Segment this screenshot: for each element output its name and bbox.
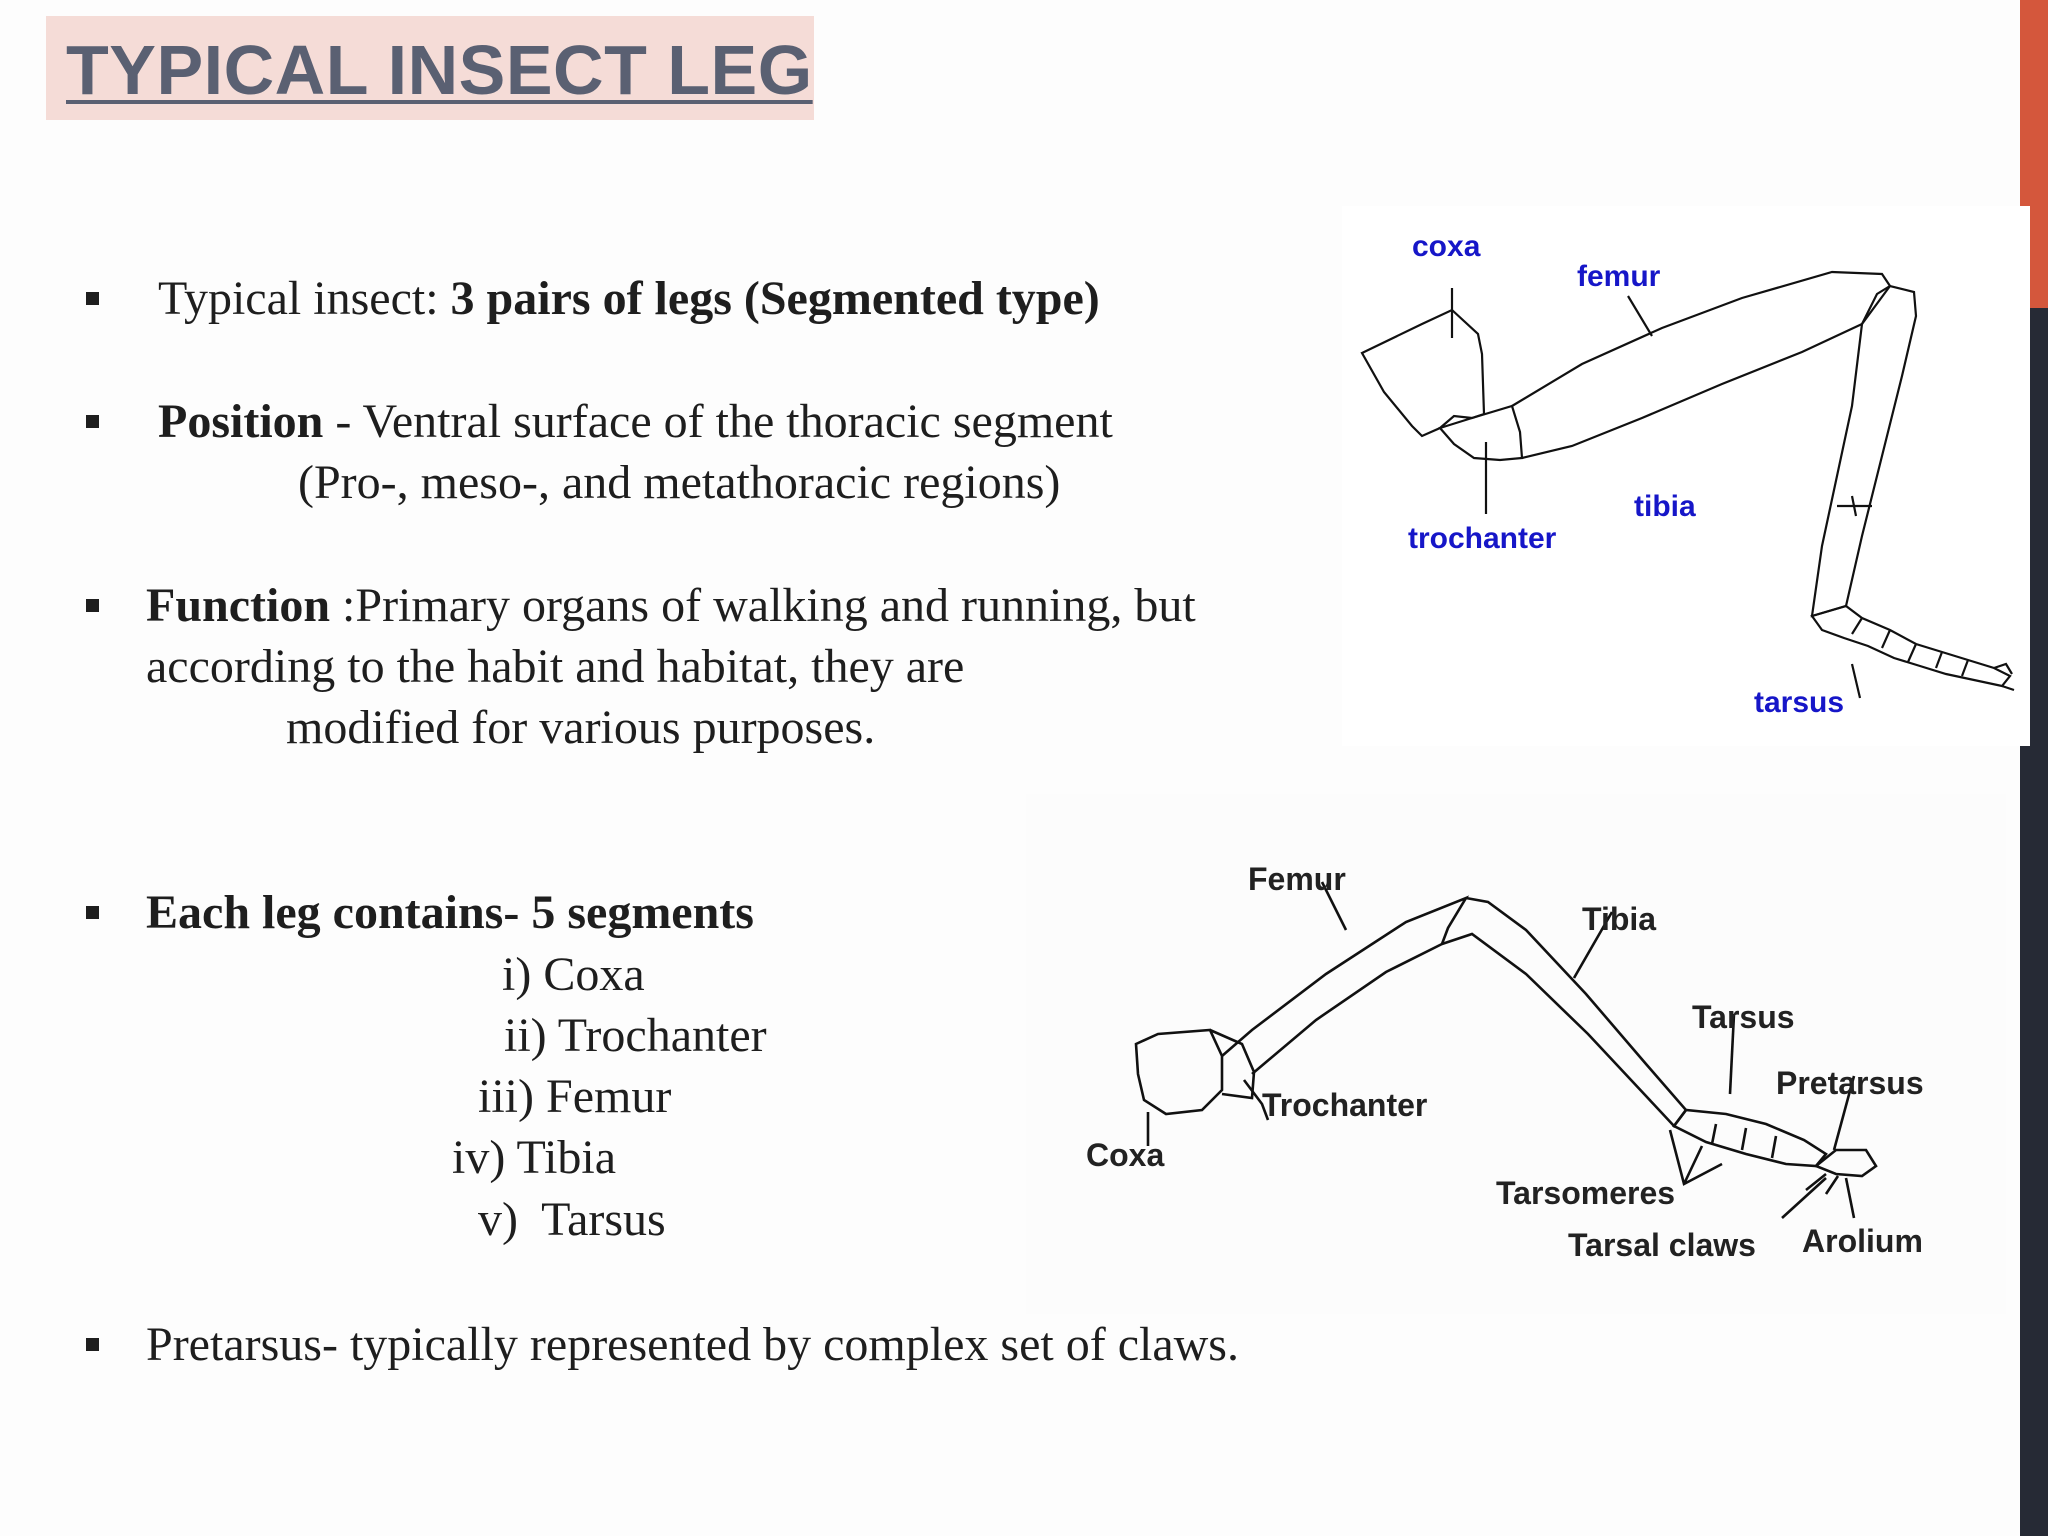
bullet-function-line2: according to the habit and habitat, they… xyxy=(146,640,965,693)
slide-title: TYPICAL INSECT LEG xyxy=(66,31,813,109)
tarsomeres-leader xyxy=(1668,1129,1723,1186)
bullet-bold-text: Function xyxy=(146,579,331,632)
segment-item: iii) Femur xyxy=(478,1070,672,1123)
bullet-marker xyxy=(86,415,99,428)
label-trochanter: Trochanter xyxy=(1262,1087,1427,1123)
tarsomere-dividers xyxy=(1851,617,1970,677)
leg-diagram-1: coxa femur tibia trochanter tarsus xyxy=(1342,206,2030,746)
segment-item: v) Tarsus xyxy=(478,1193,666,1246)
bullet-text: - Ventral surface of the thoracic segmen… xyxy=(323,395,1113,448)
trochanter-shape xyxy=(1209,1028,1256,1100)
label-arolium: Arolium xyxy=(1802,1223,1923,1259)
title-background xyxy=(46,16,814,120)
tarsus-leader xyxy=(1728,1013,1736,1095)
bullet-text: Pretarsus- typically represented by comp… xyxy=(146,1318,1239,1371)
pretarsus-leader xyxy=(1832,1075,1856,1151)
bullet-typical-insect: Typical insect: 3 pairs of legs (Segment… xyxy=(158,271,1100,327)
label-tibia: Tibia xyxy=(1582,901,1656,937)
label-tarsal-claws: Tarsal claws xyxy=(1568,1227,1756,1263)
label-tarsomeres: Tarsomeres xyxy=(1496,1175,1675,1211)
femur-shape xyxy=(1221,895,1470,1075)
bullet-function: Function :Primary organs of walking and … xyxy=(146,578,1196,634)
label-coxa: coxa xyxy=(1412,230,1481,263)
label-trochanter: trochanter xyxy=(1408,522,1557,555)
segment-item: iv) Tibia xyxy=(452,1131,617,1184)
femur-leader xyxy=(1627,295,1653,337)
leg-diagram-2-drawing: Femur Tibia Tarsus Pretarsus Trochanter … xyxy=(1086,861,1924,1263)
label-tarsus: Tarsus xyxy=(1692,999,1795,1035)
arolium-leader xyxy=(1844,1177,1856,1219)
pretarsus-shape xyxy=(1813,1148,1878,1178)
bullet-pretarsus: Pretarsus- typically represented by comp… xyxy=(146,1317,1239,1373)
bullet-function-line3: modified for various purposes. xyxy=(286,701,876,754)
tarsal-claws-leader xyxy=(1781,1177,1827,1219)
label-femur: Femur xyxy=(1248,861,1346,897)
tibia-leader xyxy=(1572,911,1614,979)
trochanter-leader xyxy=(1242,1079,1270,1121)
leg-diagram-1-drawing: coxa femur tibia trochanter tarsus xyxy=(1360,230,2015,719)
bullet-text: :Primary organs of walking and running, … xyxy=(330,579,1196,632)
femur-shape xyxy=(1511,270,1892,460)
segment-item: i) Coxa xyxy=(502,948,645,1001)
label-tarsus: tarsus xyxy=(1754,686,1844,719)
tibia-leader xyxy=(1837,495,1872,517)
claw-shape xyxy=(1993,662,2015,692)
femur-leader xyxy=(1320,881,1348,931)
tibia-shape xyxy=(1810,284,1918,618)
bullet-text: Typical insect: xyxy=(158,272,451,325)
bullet-marker xyxy=(86,1338,99,1351)
label-femur: femur xyxy=(1577,260,1661,293)
bullet-marker xyxy=(86,599,99,612)
coxa-shape xyxy=(1360,308,1486,438)
tarsus-shape xyxy=(1810,604,2012,688)
bullet-bold-text: Position xyxy=(158,395,324,448)
bullet-position: Position - Ventral surface of the thorac… xyxy=(158,394,1113,450)
leg-diagram-2: Femur Tibia Tarsus Pretarsus Trochanter … xyxy=(1026,794,2006,1314)
label-coxa: Coxa xyxy=(1086,1137,1164,1173)
bullet-position-line2: (Pro-, meso-, and metathoracic regions) xyxy=(298,456,1061,509)
bullet-bold-text: Each leg contains- 5 segments xyxy=(146,886,754,939)
segment-item: ii) Trochanter xyxy=(504,1009,767,1062)
bullet-bold-text: 3 pairs of legs (Segmented type) xyxy=(450,272,1100,325)
bullet-marker xyxy=(86,292,99,305)
tarsomere-dividers xyxy=(1710,1123,1778,1159)
bullet-marker xyxy=(86,906,99,919)
coxa-shape xyxy=(1134,1028,1224,1116)
bullet-segments-heading: Each leg contains- 5 segments xyxy=(146,885,754,941)
claws-shape xyxy=(1805,1172,1840,1195)
tarsus-leader xyxy=(1850,663,1862,699)
label-pretarsus: Pretarsus xyxy=(1776,1065,1924,1101)
label-tibia: tibia xyxy=(1634,490,1696,523)
tarsus-shape xyxy=(1672,1108,1828,1168)
